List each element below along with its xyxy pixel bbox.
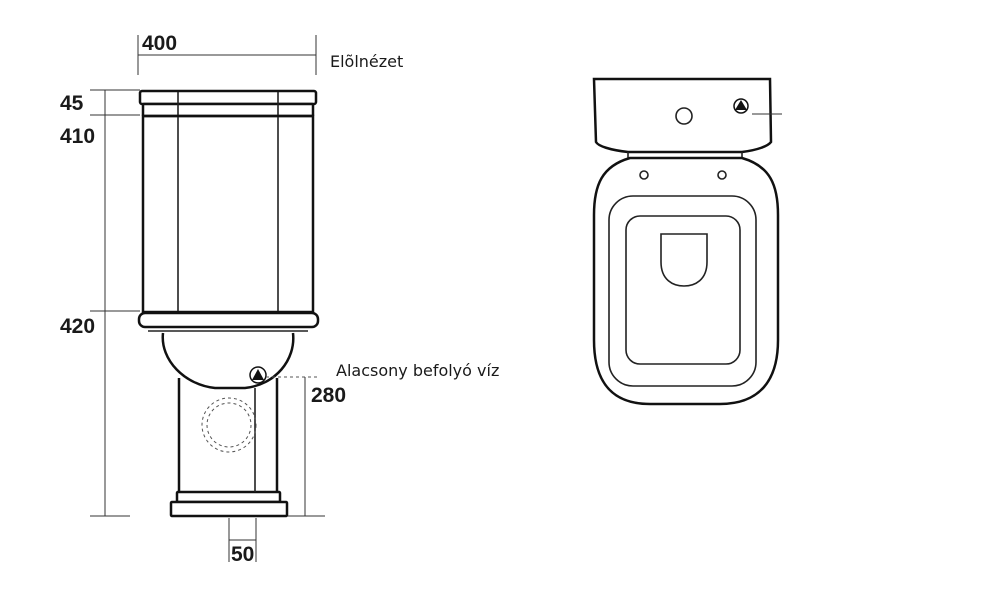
seat-rim (137, 311, 320, 332)
dim-outlet-label: 50 (231, 543, 254, 566)
cistern-tank (141, 114, 315, 314)
bowl (161, 332, 295, 390)
tank-top (592, 77, 773, 154)
dim-bowl-label: 420 (60, 315, 95, 338)
hinge-hole-left (639, 170, 649, 180)
seat-outer (592, 156, 780, 406)
bowl-inner (625, 215, 741, 365)
seat-ring (608, 195, 757, 387)
front-view-caption: Elõlnézet (330, 52, 403, 71)
dim-width-label: 400 (142, 32, 177, 55)
dim-inlet-label: 280 (311, 384, 346, 407)
dimension-verticals: 45 410 420 (60, 89, 140, 517)
dimension-width: 400 (137, 32, 317, 75)
dimension-outlet: 50 (228, 518, 257, 566)
water-inlet-triangle-icon (249, 366, 267, 384)
dimension-inlet: 280 (266, 376, 346, 517)
water-inlet-triangle-icon (733, 98, 749, 114)
outlet-circle (201, 397, 257, 453)
front-view: 400 Elõlnézet 45 410 420 (60, 32, 499, 566)
pedestal (169, 378, 289, 518)
tank-lid (138, 89, 318, 118)
hinge-hole-right (717, 170, 727, 180)
dim-tank-label: 410 (60, 125, 95, 148)
dim-lid-label: 45 (60, 92, 84, 115)
flush-button-hole (675, 107, 693, 125)
low-water-inlet-caption: Alacsony befolyó víz (336, 361, 499, 380)
top-view (592, 77, 782, 406)
drain-opening (660, 233, 708, 287)
